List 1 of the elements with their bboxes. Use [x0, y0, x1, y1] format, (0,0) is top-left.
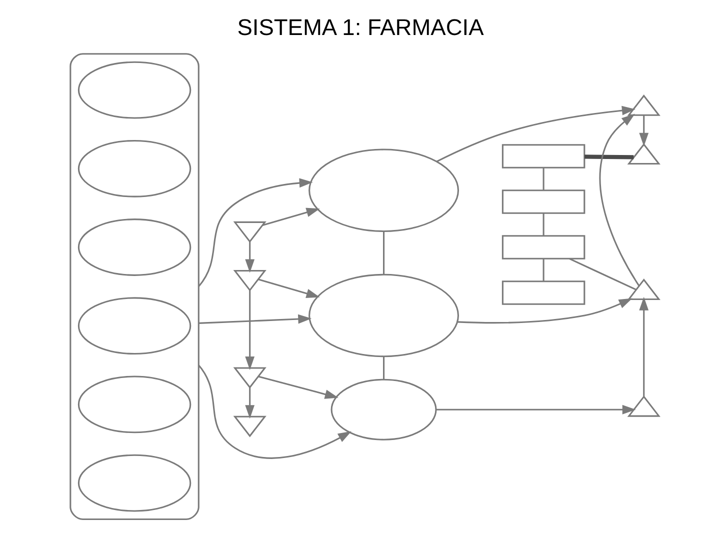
diagram-title: SISTEMA 1: FARMACIA [236, 14, 484, 40]
